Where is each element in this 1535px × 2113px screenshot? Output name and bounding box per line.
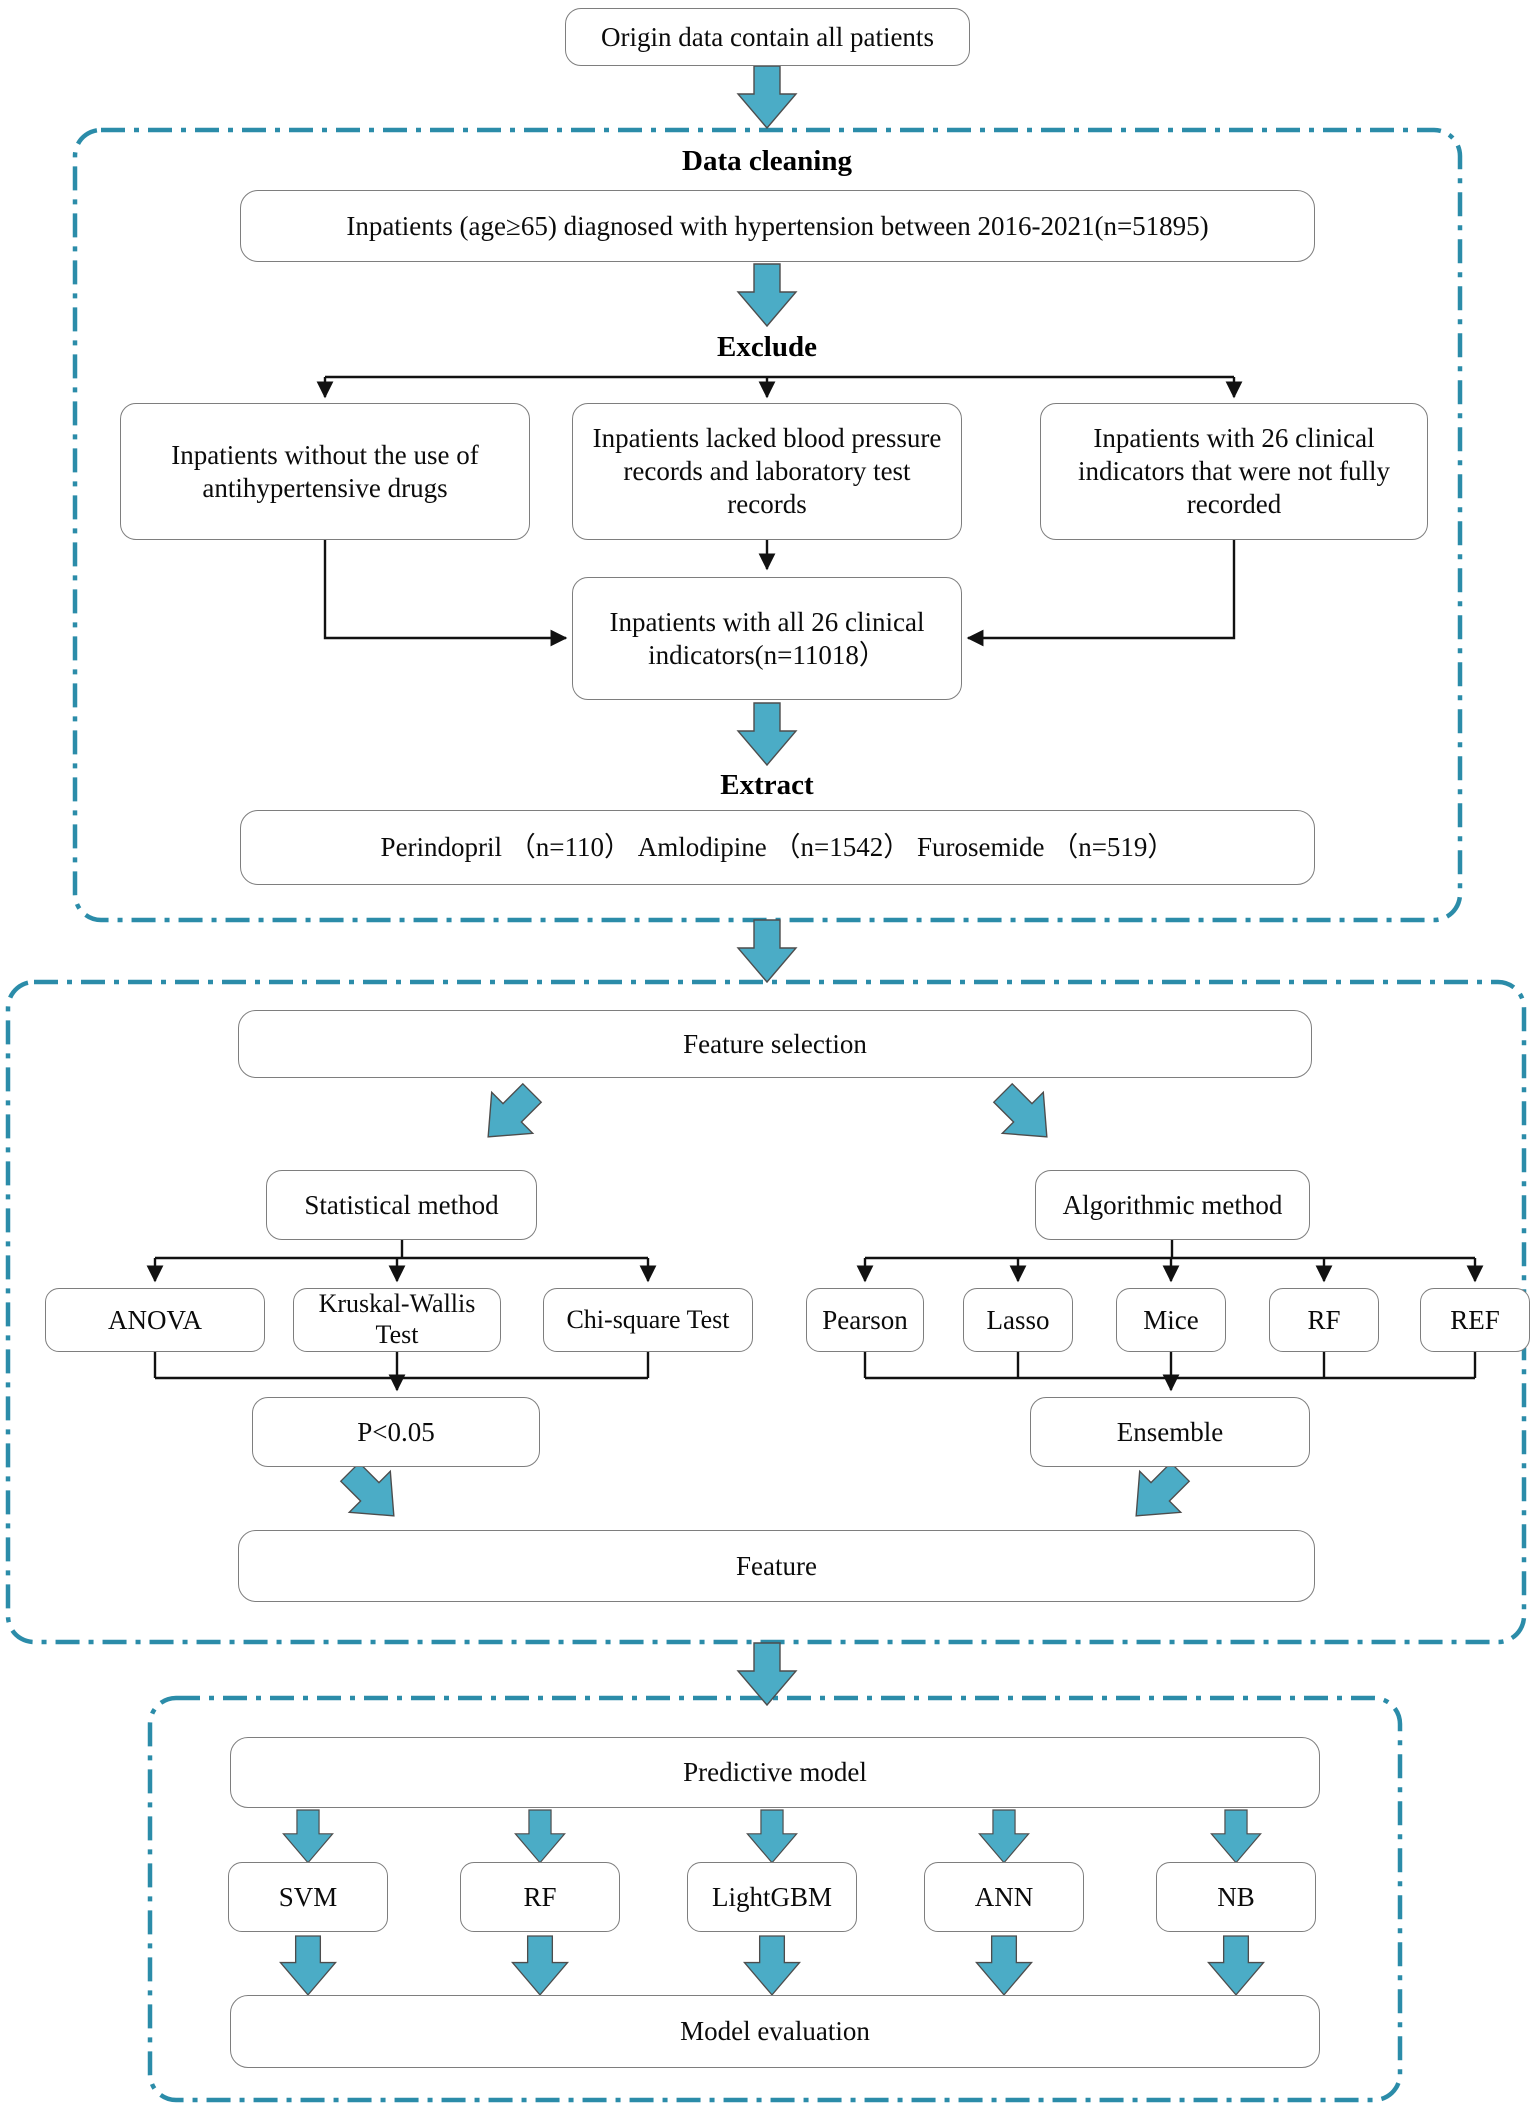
arrow-model-to-lightgbm-icon bbox=[746, 1809, 798, 1864]
node-ensemble: Ensemble bbox=[1030, 1397, 1310, 1467]
node-inclusion-criteria: Inpatients (age≥65) diagnosed with hyper… bbox=[240, 190, 1315, 262]
arrow-model-to-rf-icon bbox=[514, 1809, 566, 1864]
arrow-cohort-to-extract-icon bbox=[737, 702, 797, 766]
node-feature-selection: Feature selection bbox=[238, 1010, 1312, 1078]
node-mice: Mice bbox=[1116, 1288, 1226, 1352]
arrow-to-algorithmic-icon bbox=[981, 1071, 1069, 1159]
node-nb: NB bbox=[1156, 1862, 1316, 1932]
algorithmic-branch-connectors bbox=[856, 1240, 1484, 1392]
node-p-value: P<0.05 bbox=[252, 1397, 540, 1467]
node-statistical-method: Statistical method bbox=[266, 1170, 537, 1240]
node-pearson: Pearson bbox=[806, 1288, 924, 1352]
node-ref: REF bbox=[1420, 1288, 1530, 1352]
heading-data-cleaning: Data cleaning bbox=[682, 144, 852, 177]
arrow-to-statistical-icon bbox=[466, 1071, 554, 1159]
node-ann: ANN bbox=[924, 1862, 1084, 1932]
node-final-cohort: Inpatients with all 26 clinical indicato… bbox=[572, 577, 962, 700]
arrow-origin-to-cleaning-icon bbox=[737, 65, 797, 129]
node-feature: Feature bbox=[238, 1530, 1315, 1602]
node-model-evaluation: Model evaluation bbox=[230, 1995, 1320, 2068]
node-kruskal-wallis-test: Kruskal-Wallis Test bbox=[293, 1288, 501, 1352]
arrow-lightgbm-to-eval-icon bbox=[743, 1935, 801, 1996]
node-rf-model: RF bbox=[460, 1862, 620, 1932]
node-predictive-model: Predictive model bbox=[230, 1737, 1320, 1808]
heading-extract: Extract bbox=[720, 768, 814, 801]
arrow-nb-to-eval-icon bbox=[1207, 1935, 1265, 1996]
node-anova: ANOVA bbox=[45, 1288, 265, 1352]
arrow-model-to-ann-icon bbox=[978, 1809, 1030, 1864]
node-lightgbm: LightGBM bbox=[687, 1862, 857, 1932]
node-lasso: Lasso bbox=[963, 1288, 1073, 1352]
arrow-cleaning-to-featureselection-icon bbox=[737, 919, 797, 983]
node-extracted-drugs: Perindopril （n=110） Amlodipine （n=1542） … bbox=[240, 810, 1315, 885]
arrow-model-to-nb-icon bbox=[1210, 1809, 1262, 1864]
node-rf-selector: RF bbox=[1269, 1288, 1379, 1352]
node-exclusion-no-antihypertensive-drugs: Inpatients without the use of antihypert… bbox=[120, 403, 530, 540]
node-chi-square-test: Chi-square Test bbox=[543, 1288, 753, 1352]
node-origin-data: Origin data contain all patients bbox=[565, 8, 970, 66]
arrow-rf-to-eval-icon bbox=[511, 1935, 569, 1996]
data-cleaning-section-border bbox=[72, 127, 1463, 923]
node-algorithmic-method: Algorithmic method bbox=[1035, 1170, 1310, 1240]
arrow-svm-to-eval-icon bbox=[279, 1935, 337, 1996]
predictive-model-section-border bbox=[147, 1695, 1403, 2103]
statistical-branch-connectors bbox=[146, 1240, 657, 1392]
arrow-model-to-svm-icon bbox=[282, 1809, 334, 1864]
exclude-branch-connectors bbox=[316, 375, 1243, 647]
node-exclusion-missing-records: Inpatients lacked blood pressure records… bbox=[572, 403, 962, 540]
heading-exclude: Exclude bbox=[717, 330, 817, 363]
arrow-feature-to-model-icon bbox=[737, 1642, 797, 1706]
node-svm: SVM bbox=[228, 1862, 388, 1932]
arrow-inclusion-to-exclude-icon bbox=[737, 263, 797, 327]
arrow-ann-to-eval-icon bbox=[975, 1935, 1033, 1996]
node-exclusion-incomplete-indicators: Inpatients with 26 clinical indicators t… bbox=[1040, 403, 1428, 540]
